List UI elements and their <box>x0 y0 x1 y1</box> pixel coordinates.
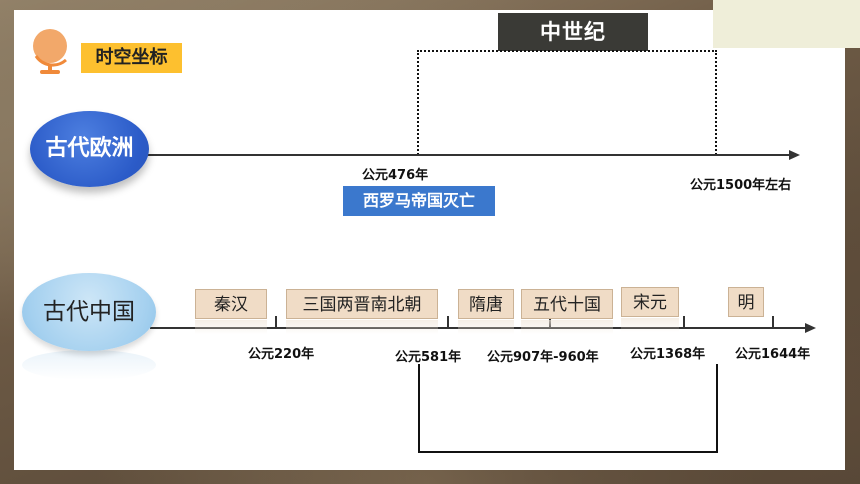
europe-timeline-axis <box>140 154 790 156</box>
corner-decoration <box>713 0 860 48</box>
era-reflection <box>286 320 438 334</box>
europe-date-476: 公元476年 <box>362 168 429 183</box>
era-three-kingdoms: 三国两晋南北朝 <box>286 289 438 319</box>
era-reflection <box>521 320 613 334</box>
china-parallel-bracket <box>418 364 718 453</box>
china-oval-label: 古代中国 <box>22 273 156 351</box>
event-box-west-rome-fall: 西罗马帝国灭亡 <box>343 186 495 216</box>
era-five-dynasties: 五代十国 <box>521 289 613 319</box>
china-arrow-head <box>805 323 816 333</box>
era-ming: 明 <box>728 287 764 317</box>
era-sui-tang: 隋唐 <box>458 289 514 319</box>
china-oval-reflection <box>22 350 156 380</box>
era-reflection <box>621 318 679 332</box>
era-reflection <box>458 320 514 334</box>
era-qin-han: 秦汉 <box>195 289 267 319</box>
section-title-tag: 时空坐标 <box>81 43 182 73</box>
globe-icon <box>30 26 74 76</box>
tick-1644 <box>772 316 774 328</box>
china-date-581: 公元581年 <box>395 350 462 365</box>
europe-oval-label: 古代欧洲 <box>30 111 149 187</box>
china-date-1368: 公元1368年 <box>630 347 706 362</box>
middle-ages-banner: 中世纪 <box>498 13 648 51</box>
europe-date-1500: 公元1500年左右 <box>690 178 792 193</box>
tick-581 <box>447 316 449 328</box>
tick-1368 <box>683 316 685 328</box>
middle-ages-bracket <box>417 50 717 155</box>
era-reflection <box>195 320 267 334</box>
tick-220 <box>275 316 277 328</box>
china-date-220: 公元220年 <box>248 347 315 362</box>
era-song-yuan: 宋元 <box>621 287 679 317</box>
china-date-1644: 公元1644年 <box>735 347 811 362</box>
europe-arrow-head <box>789 150 800 160</box>
slide-panel <box>14 10 845 470</box>
china-date-907-960: 公元907年-960年 <box>487 350 599 365</box>
